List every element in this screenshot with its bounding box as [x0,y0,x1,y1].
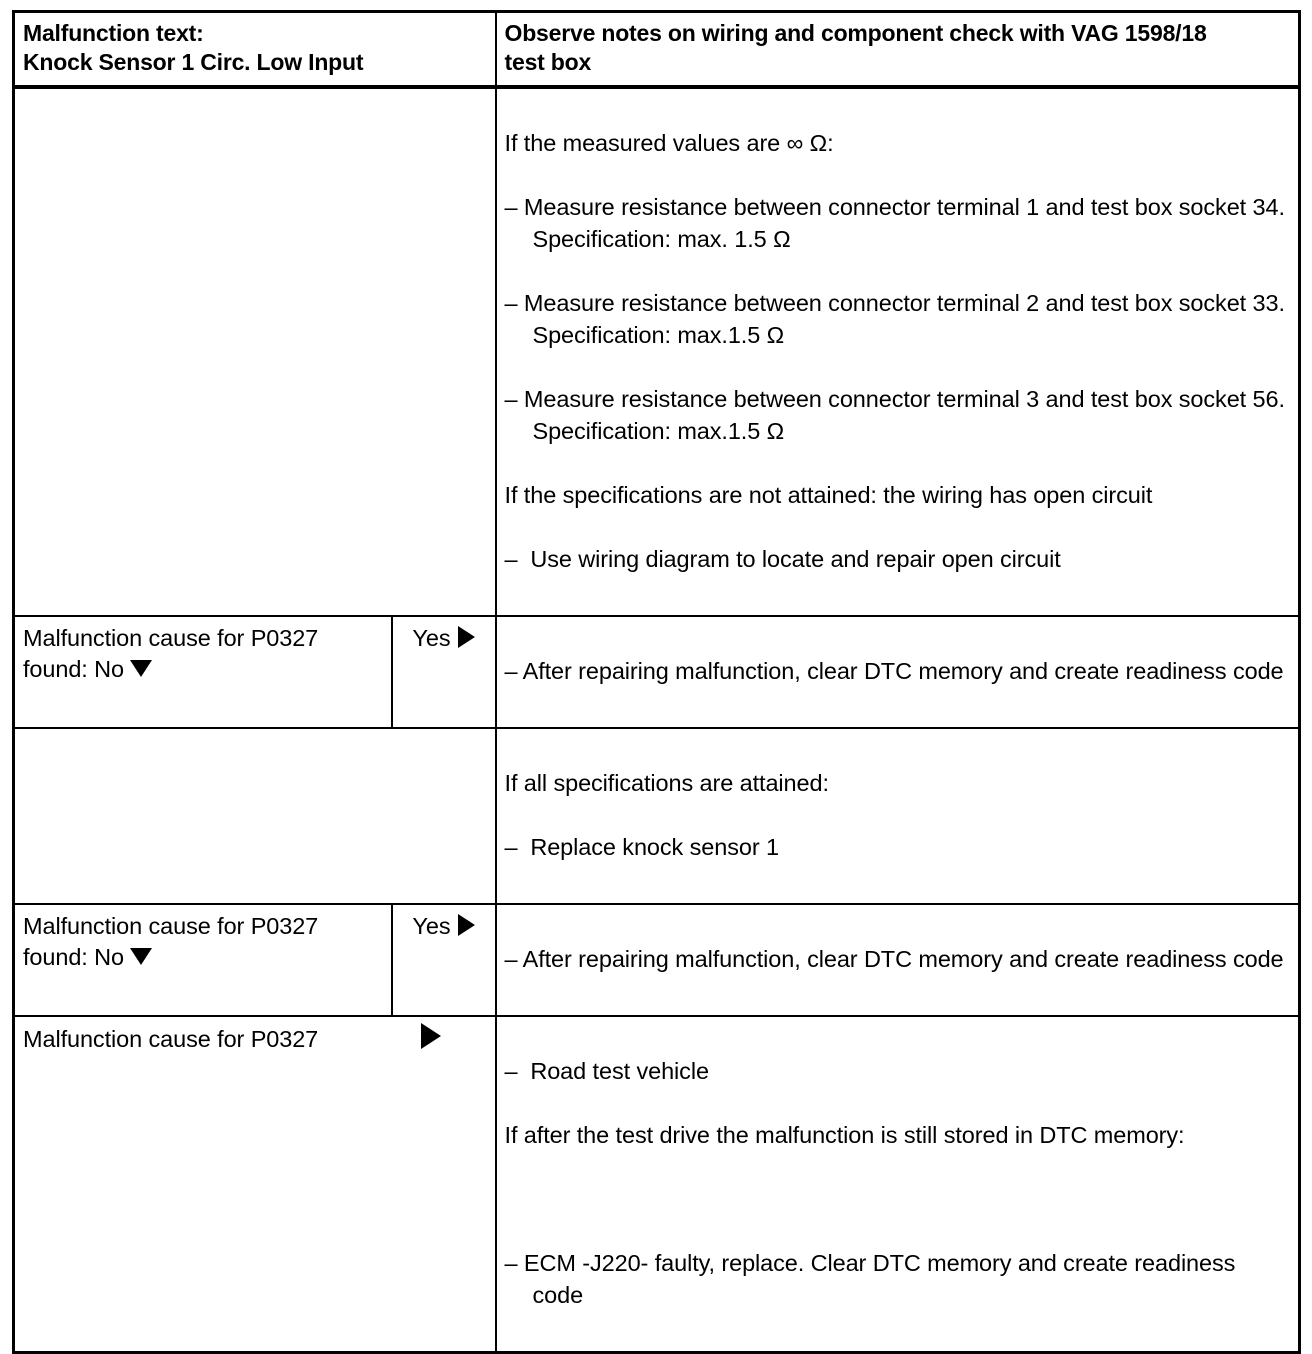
header-observe-notes: Observe notes on wiring and component ch… [504,20,1207,75]
row-cause-found-label-1: Malfunction cause for P0327 found: No [12,615,393,729]
instruction-line: – After repairing malfunction, clear DTC… [504,658,1284,684]
table-row: If the measured values are ∞ Ω: – Measur… [12,86,1301,617]
row-cause-found-label-3: Malfunction cause for P0327 [12,1015,497,1354]
table-header-row: Malfunction text: Knock Sensor 1 Circ. L… [12,10,1301,89]
instruction-line: If after the test drive the malfunction … [504,1122,1185,1148]
row-replace-left-empty [12,727,497,905]
instruction-line: If all specifications are attained: [504,770,829,796]
row-road-test-ecm: – Road test vehicle If after the test dr… [494,1015,1301,1354]
table-row: If all specifications are attained: – Re… [12,727,1301,905]
instruction-line: – Measure resistance between connector t… [504,194,1285,252]
row-cause-found-label-2: Malfunction cause for P0327 found: No [12,903,393,1017]
row-after-repair-2: – After repairing malfunction, clear DTC… [494,903,1301,1017]
malfunction-cause-label: Malfunction cause for P0327 [23,1026,319,1052]
row-measurement-left-empty [12,86,497,617]
row-yes-branch-2[interactable]: Yes [390,903,497,1017]
table-row: Malfunction cause for P0327 found: No Ye… [12,903,1301,1017]
header-malfunction-text: Malfunction text: Knock Sensor 1 Circ. L… [23,20,364,75]
row-yes-branch-1[interactable]: Yes [390,615,497,729]
header-cell-malfunction-text: Malfunction text: Knock Sensor 1 Circ. L… [12,10,497,89]
instruction-line: – Measure resistance between connector t… [504,290,1285,348]
instruction-line: – Measure resistance between connector t… [504,386,1285,444]
page-root: Malfunction text: Knock Sensor 1 Circ. L… [12,10,1302,1354]
table-row: Malfunction cause for P0327 – Road test … [12,1015,1301,1354]
table-row: Malfunction cause for P0327 found: No Ye… [12,615,1301,729]
instruction-line: – After repairing malfunction, clear DTC… [504,946,1284,972]
yes-label: Yes [412,913,451,939]
arrow-down-icon [130,660,153,677]
dtc-diagnostic-table: Malfunction text: Knock Sensor 1 Circ. L… [12,10,1302,1354]
malfunction-cause-label: Malfunction cause for P0327 found: No [23,913,319,970]
row-replace-knock-sensor: If all specifications are attained: – Re… [494,727,1301,905]
yes-label: Yes [412,625,451,651]
instruction-spacer [505,1183,1291,1215]
instruction-line: – ECM -J220- faulty, replace. Clear DTC … [504,1250,1236,1308]
instruction-lines: If the measured values are ∞ Ω: – Measur… [505,95,1291,607]
header-cell-observe-notes: Observe notes on wiring and component ch… [494,10,1301,89]
row-measurement-instructions: If the measured values are ∞ Ω: – Measur… [494,86,1301,617]
malfunction-cause-label: Malfunction cause for P0327 found: No [23,625,319,682]
arrow-right-icon [457,626,475,648]
instruction-line: – Use wiring diagram to locate and repai… [504,546,1061,572]
instruction-line: – Replace knock sensor 1 [504,834,780,860]
instruction-line: – Road test vehicle [504,1058,710,1084]
arrow-right-icon [457,914,475,936]
instruction-line: If the measured values are ∞ Ω: [504,130,834,156]
row-after-repair-1: – After repairing malfunction, clear DTC… [494,615,1301,729]
arrow-down-icon [130,948,153,965]
instruction-line: If the specifications are not attained: … [504,482,1153,508]
arrow-right-icon [420,1023,441,1049]
